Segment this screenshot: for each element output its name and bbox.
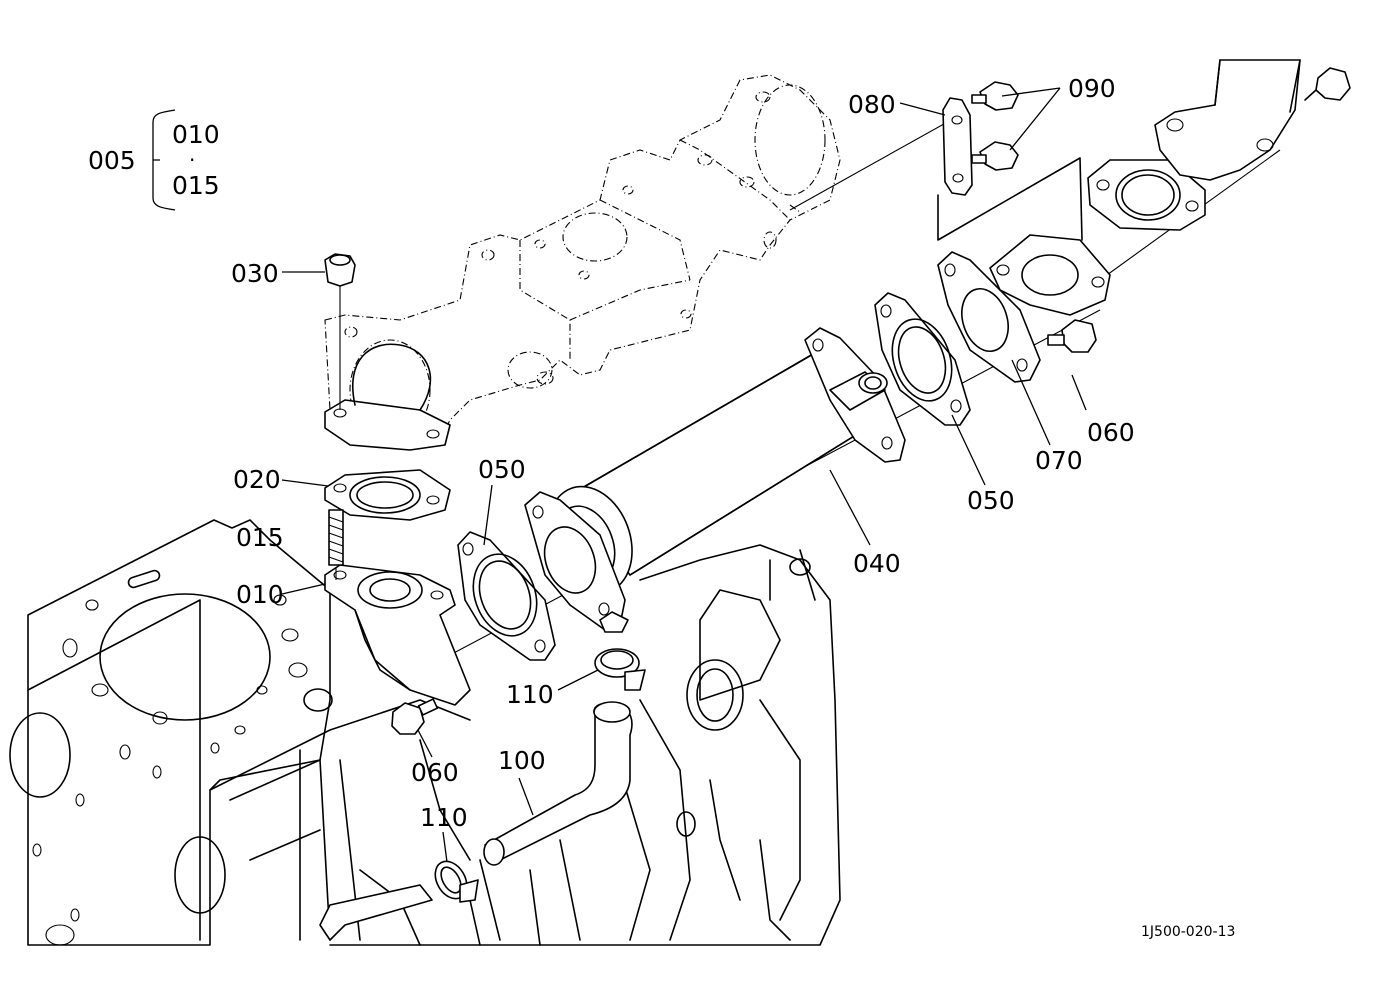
clamp-110-upper — [594, 648, 646, 691]
gasket-050-right — [874, 292, 971, 426]
bolt-upper-right — [1304, 67, 1351, 101]
group-label-005: 005 — [88, 146, 136, 175]
callout-110-lower: 110 — [420, 803, 468, 832]
flange-070 — [937, 234, 1111, 383]
callout-050-left: 050 — [478, 455, 526, 484]
group-member-010: 010 — [172, 120, 220, 149]
gasket-020 — [324, 469, 451, 521]
callout-040: 040 — [853, 549, 901, 578]
leader-lines — [152, 87, 1087, 863]
callout-110-upper: 110 — [506, 680, 554, 709]
gasket-upper-right — [1087, 159, 1206, 231]
bolt-060-right — [1047, 319, 1097, 353]
egr-cooler-040 — [524, 327, 906, 633]
hose-100 — [483, 701, 633, 866]
cover-bracket — [937, 157, 1083, 241]
callout-060-right: 060 — [1087, 418, 1135, 447]
clamp-110-lower — [434, 860, 479, 903]
engine-block — [9, 519, 841, 946]
callout-060-left: 060 — [411, 758, 459, 787]
callout-100: 100 — [498, 746, 546, 775]
callout-020: 020 — [233, 465, 281, 494]
plate-080 — [942, 97, 973, 196]
nut-030 — [324, 253, 356, 410]
callout-050-right: 050 — [967, 486, 1015, 515]
egr-elbow-010 — [324, 564, 471, 706]
bolts-090 — [971, 81, 1019, 171]
stud-015 — [328, 509, 344, 580]
upper-right-pipe — [1154, 59, 1301, 181]
callout-030: 030 — [231, 259, 279, 288]
callout-015: 015 — [236, 523, 284, 552]
lower-coolant-pipe — [319, 884, 433, 941]
gasket-050-left — [457, 531, 556, 661]
callout-070: 070 — [1035, 446, 1083, 475]
callout-080: 080 — [848, 90, 896, 119]
manifold-outlet-flange — [324, 343, 451, 451]
group-member-015: 015 — [172, 171, 220, 200]
diagram-code: 1J500-020-13 — [1141, 924, 1235, 940]
bolt-060-left — [391, 698, 439, 735]
group-separator: · — [189, 148, 195, 172]
callout-010: 010 — [236, 580, 284, 609]
callout-090: 090 — [1068, 74, 1116, 103]
